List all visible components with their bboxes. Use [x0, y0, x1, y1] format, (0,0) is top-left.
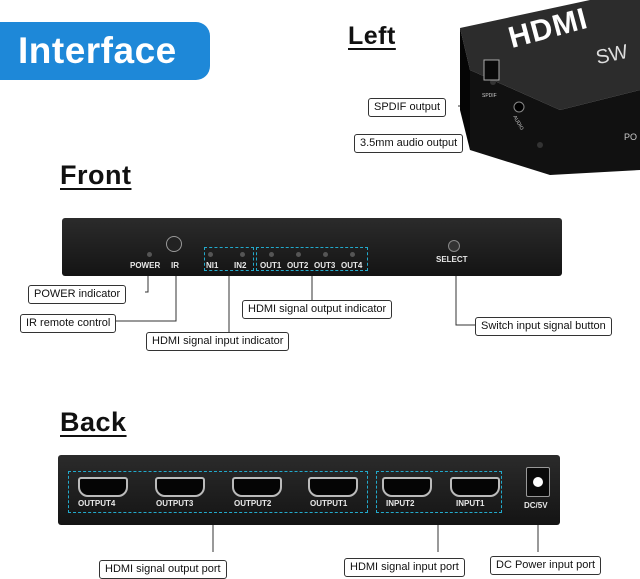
label-input2: INPUT2 [386, 499, 415, 508]
callout-hdmi-output-port: HDMI signal output port [99, 560, 227, 579]
callout-hdmi-input-indicator: HDMI signal input indicator [146, 332, 290, 351]
label-out4: OUT4 [341, 261, 363, 270]
header-badge: Interface [0, 22, 210, 80]
led-in1 [208, 252, 213, 257]
label-output1: OUTPUT1 [310, 499, 348, 508]
select-button[interactable] [448, 240, 460, 252]
led-out3 [323, 252, 328, 257]
label-dc: DC/5V [524, 501, 548, 510]
ir-receiver [166, 236, 182, 252]
hdmi-port-output3 [155, 477, 205, 497]
power-led [147, 252, 152, 257]
spdif-port-label: SPDIF [482, 93, 497, 99]
header-badge-text: Interface [18, 30, 177, 71]
callout-dc-power-port: DC Power input port [490, 556, 602, 575]
label-select: SELECT [436, 255, 468, 264]
section-title-front: Front [60, 160, 132, 190]
hdmi-port-output4 [78, 477, 128, 497]
led-out1 [269, 252, 274, 257]
label-in1: NI1 [206, 261, 219, 270]
hdmi-port-output1 [308, 477, 358, 497]
label-input1: INPUT1 [456, 499, 485, 508]
hdmi-port-input1 [450, 477, 500, 497]
label-out3: OUT3 [314, 261, 336, 270]
callout-ir-remote: IR remote control [20, 314, 117, 333]
label-power: POWER [130, 261, 161, 270]
output-indicator-group [256, 247, 368, 271]
input-port-group [376, 471, 502, 513]
input-indicator-group [204, 247, 254, 271]
led-in2 [240, 252, 245, 257]
section-title-back: Back [60, 407, 127, 437]
dc-jack-pin [533, 477, 543, 487]
label-in2: IN2 [234, 261, 247, 270]
label-output3: OUTPUT3 [156, 499, 194, 508]
hdmi-port-output2 [232, 477, 282, 497]
callout-audio-output: 3.5mm audio output [354, 134, 464, 153]
section-title-left: Left [348, 22, 396, 50]
callout-power-indicator: POWER indicator [28, 285, 127, 304]
front-panel: POWER IR NI1 IN2 OUT1 OUT2 OUT3 OUT4 SEL… [62, 218, 562, 276]
back-panel: OUTPUT4 OUTPUT3 OUTPUT2 OUTPUT1 INPUT2 I… [58, 455, 560, 525]
callout-hdmi-output-indicator: HDMI signal output indicator [242, 300, 393, 319]
hdmi-port-input2 [382, 477, 432, 497]
label-ir: IR [171, 261, 179, 270]
led-out4 [350, 252, 355, 257]
label-out2: OUT2 [287, 261, 309, 270]
label-output2: OUTPUT2 [234, 499, 272, 508]
label-out1: OUT1 [260, 261, 282, 270]
device-po-text: PO [624, 132, 638, 142]
led-out2 [296, 252, 301, 257]
dc-jack [526, 467, 550, 497]
output-port-group [68, 471, 368, 513]
line-switch [455, 252, 475, 326]
callout-switch-button: Switch input signal button [475, 317, 612, 336]
line-ir [113, 262, 177, 322]
label-output4: OUTPUT4 [78, 499, 116, 508]
callout-spdif-output: SPDIF output [368, 98, 447, 117]
callout-hdmi-input-port: HDMI signal input port [344, 558, 465, 577]
left-device-image [460, 0, 640, 175]
